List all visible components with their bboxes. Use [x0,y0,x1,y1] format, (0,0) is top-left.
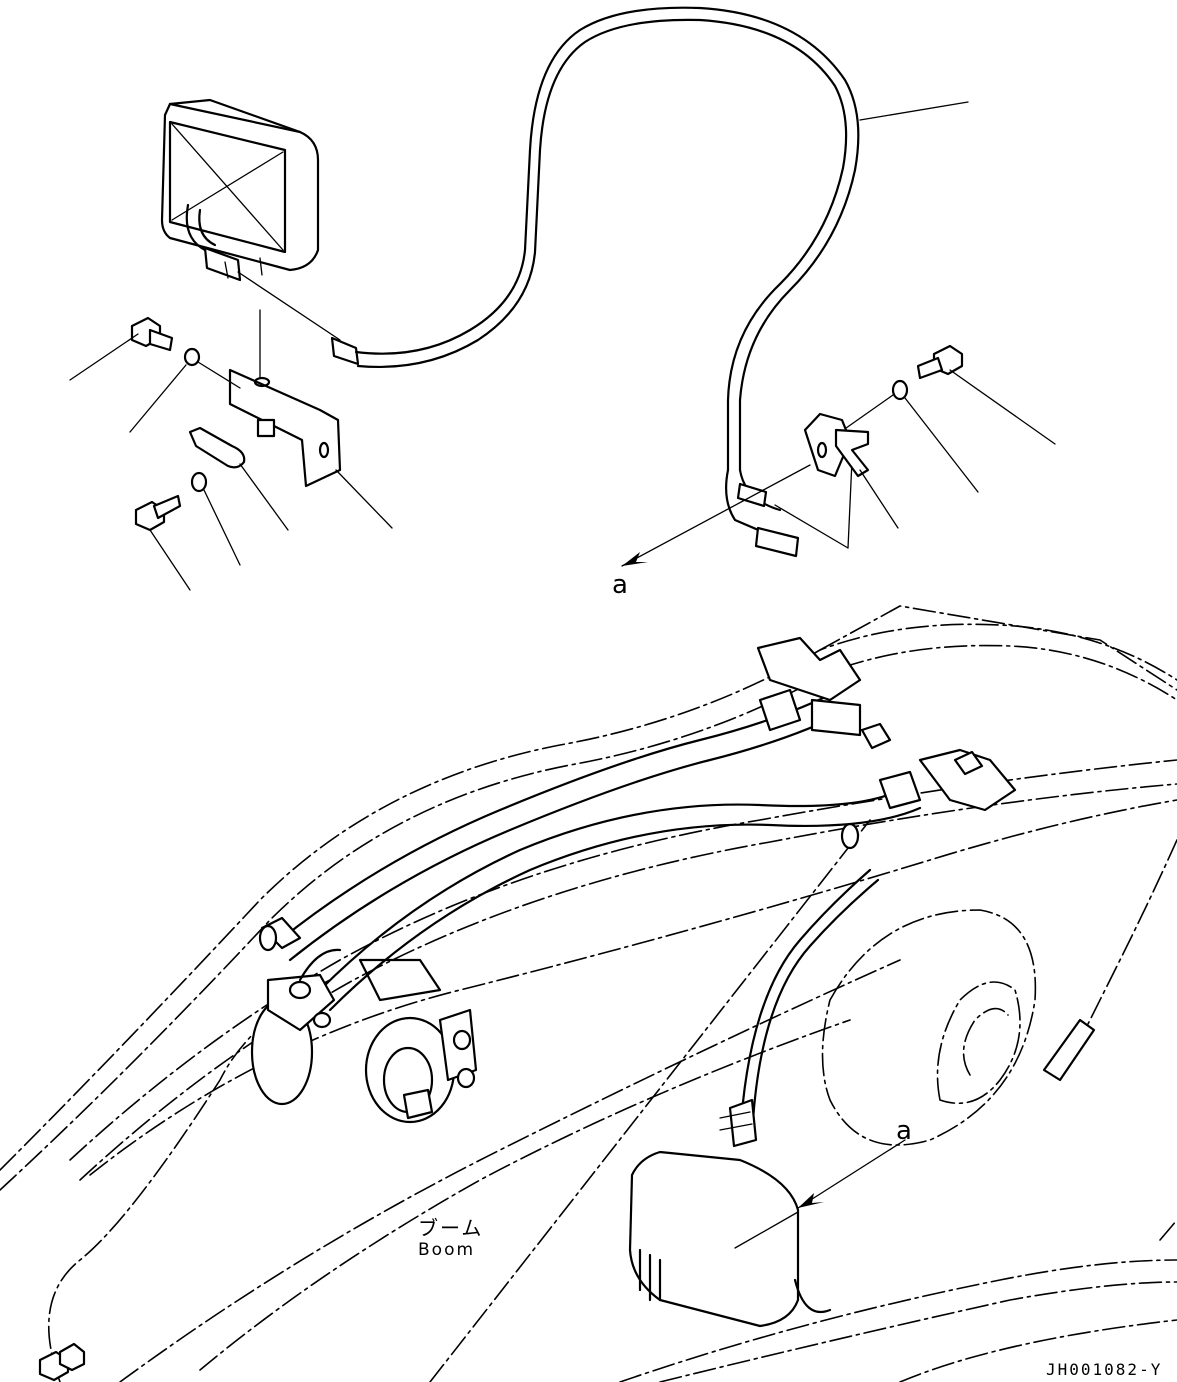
callout-arrow-a-upper [621,464,811,567]
boom-label-japanese: ブーム [418,1216,484,1240]
callout-label-a-upper: a [612,570,628,600]
callout-label-a-lower: a [896,1116,912,1146]
boom-label-english: Boom [418,1240,476,1260]
bolts-left [69,316,289,591]
boom-pin-and-hoses [38,636,1096,1382]
work-lamp-assembly [160,98,341,341]
reference-code: JH001082-Y [1046,1360,1163,1379]
boom-outline [0,605,1177,1382]
lamp-harness [330,6,969,558]
lamp-bracket [228,309,393,529]
horn-outline [821,909,1037,1146]
bolts-right [803,344,1056,529]
callout-arrow-a-lower [797,1139,906,1209]
installed-work-lamp [628,868,880,1328]
